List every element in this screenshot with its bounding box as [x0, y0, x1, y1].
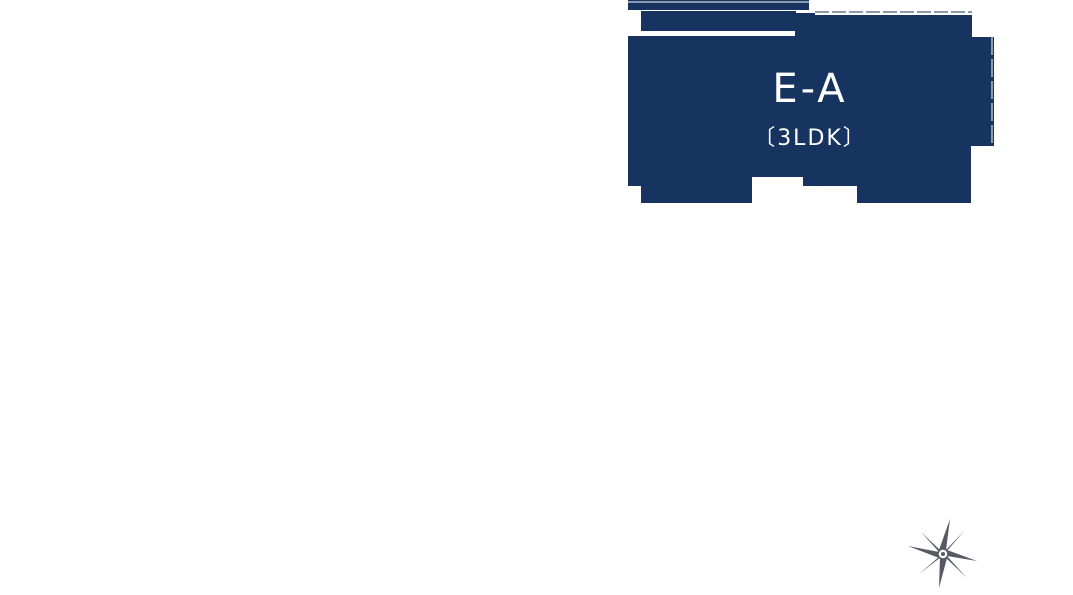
balcony-top — [628, 0, 809, 10]
balcony-edge-right — [815, 11, 993, 146]
unit-e-a-area[interactable] — [628, 13, 994, 203]
compass-rose-icon — [908, 519, 977, 588]
balcony-upper-block — [641, 11, 796, 31]
